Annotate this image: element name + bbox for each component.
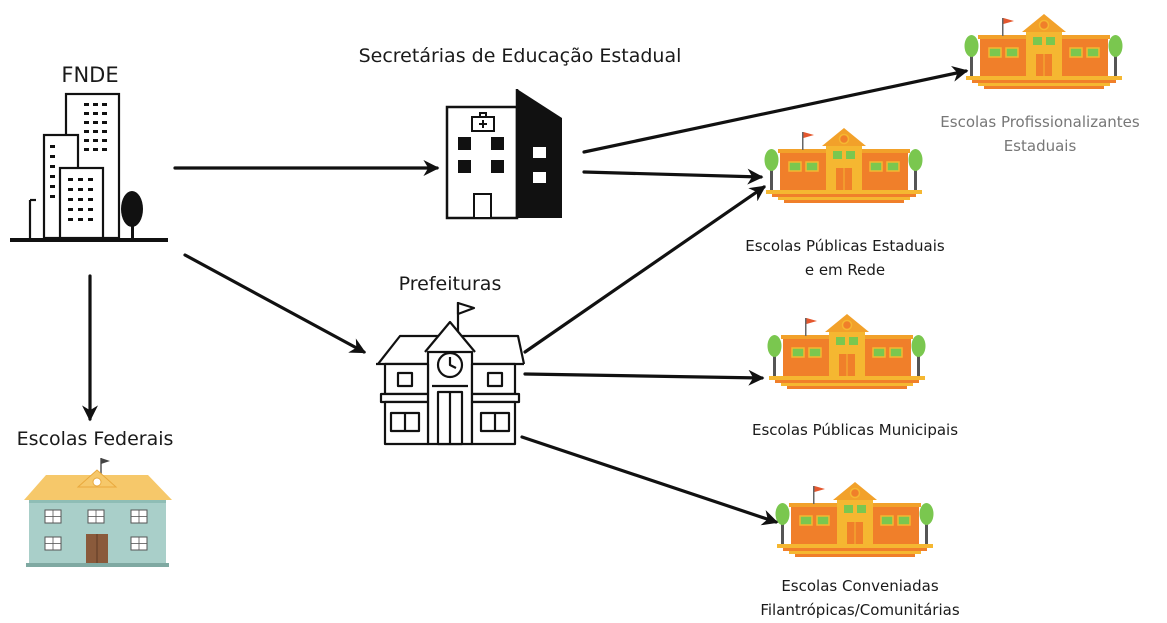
prefeituras-label: Prefeituras <box>398 273 502 295</box>
edge-prefeituras-publicas-municipais <box>523 369 765 386</box>
conveniadas-label: Escolas Conveniadas Filantrópicas/Comuni… <box>720 574 1000 622</box>
publicas-municipais-label: Escolas Públicas Municipais <box>751 421 959 439</box>
edge-prefeituras-publicas-estaduais <box>523 185 766 354</box>
prefeitura-building-icon <box>376 301 526 446</box>
edge-secretarias-profissionalizantes <box>582 65 969 154</box>
escolas-federais-label: Escolas Federais <box>16 428 174 450</box>
profissionalizantes-label-line1: Escolas Profissionalizantes <box>940 113 1140 131</box>
edge-fnde-prefeituras <box>183 253 367 354</box>
publicas-estaduais-label-line2: e em Rede <box>804 261 886 279</box>
edge-secretarias-publicas-estaduais <box>582 168 764 185</box>
edge-prefeituras-conveniadas <box>520 435 779 526</box>
fnde-label: FNDE <box>61 63 119 87</box>
profissionalizantes-label-line2: Estaduais <box>1003 137 1077 155</box>
secretarias-label: Secretárias de Educação Estadual <box>358 45 682 67</box>
publicas-estaduais-label: Escolas Públicas Estaduais e em Rede <box>715 234 975 282</box>
secretarias-building-icon <box>445 89 562 220</box>
school-publicas-estaduais-icon <box>763 127 924 204</box>
publicas-estaduais-label-line1: Escolas Públicas Estaduais <box>745 237 945 255</box>
school-conveniadas-icon <box>774 481 935 558</box>
fnde-building-icon <box>10 92 168 242</box>
conveniadas-label-line1: Escolas Conveniadas <box>781 577 939 595</box>
conveniadas-label-line2: Filantrópicas/Comunitárias <box>760 601 960 619</box>
school-publicas-municipais-icon <box>766 313 927 390</box>
federal-school-icon <box>24 458 172 567</box>
profissionalizantes-label: Escolas Profissionalizantes Estaduais <box>920 110 1160 158</box>
school-profissionalizantes-icon <box>963 13 1124 90</box>
